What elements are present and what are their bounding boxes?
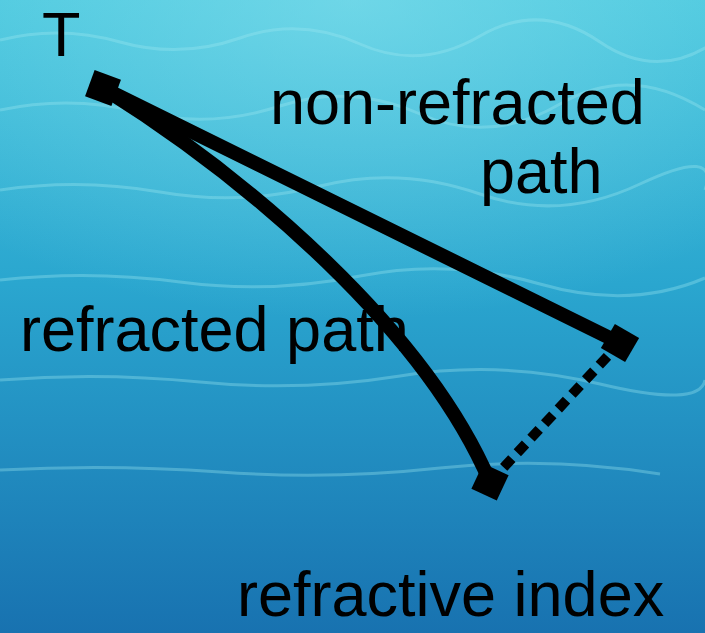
transmitter-label: T — [42, 0, 80, 69]
dotted-offset-line — [490, 343, 620, 482]
medium-label: refractive index — [237, 560, 664, 629]
transmitter-marker — [85, 70, 121, 106]
endpoint-marker — [471, 463, 508, 500]
surface-glow — [0, 0, 705, 400]
path-label: non-refracted path — [270, 68, 700, 207]
path-label: refracted path — [20, 295, 452, 364]
surface-ripples — [0, 20, 705, 475]
endpoint-marker — [601, 324, 639, 362]
refracted-path-curve — [103, 88, 490, 482]
